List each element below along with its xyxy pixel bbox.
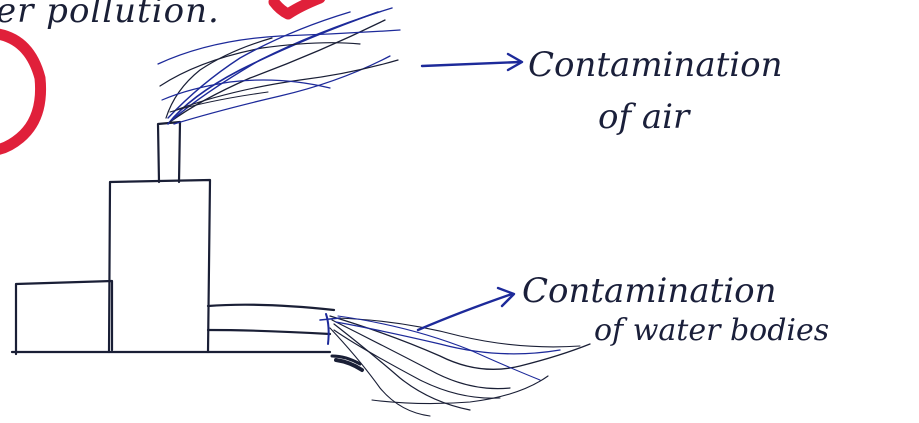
header-text: er pollution. <box>0 0 220 31</box>
tall-building <box>109 180 210 352</box>
red-circle-mark <box>0 34 41 150</box>
air-label-line1: Contamination <box>528 45 783 85</box>
discharge-pipe-bottom <box>208 330 330 334</box>
air-label-line2: of air <box>598 97 691 137</box>
small-building <box>16 281 112 354</box>
water-label-line1: Contamination <box>522 271 777 311</box>
water-discharge <box>320 314 590 416</box>
discharge-pipe <box>208 305 334 310</box>
chimney <box>158 122 180 182</box>
factory <box>12 122 334 354</box>
arrows <box>418 54 522 330</box>
air-arrow <box>422 54 522 70</box>
water-arrow <box>418 288 514 330</box>
red-check-mark <box>274 0 320 14</box>
water-label-line2: of water bodies <box>594 313 829 348</box>
